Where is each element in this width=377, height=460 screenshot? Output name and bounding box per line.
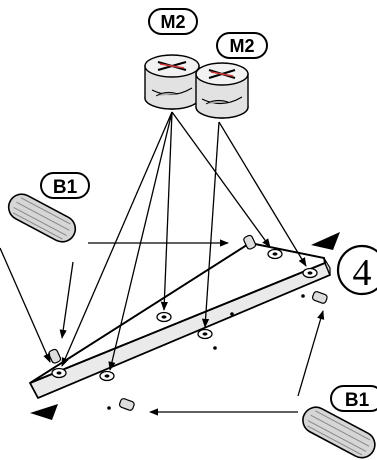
cam-lock-b-label: M2 [229,36,254,56]
part-label-badge [216,32,268,59]
dowel-icon [243,234,257,250]
edge-hole [107,406,111,410]
part-label-badge [40,172,90,199]
cam-hole [99,370,115,382]
cam-hole [267,248,283,260]
wooden-dowel-icon [302,406,376,459]
edge-hole [213,346,217,350]
cam-holes [51,248,318,382]
dowel-upper-label: B1 [53,177,78,198]
cam-hole [197,328,213,340]
cam-lock-fitting-icon [195,62,249,119]
dowel-icon [48,348,62,364]
edge-hole [301,294,305,298]
cam-lock-a-label: M2 [160,12,185,32]
step-number-callout: 4 [336,244,377,296]
assembly-arrowhead-icon [311,232,340,250]
dowel-icon [311,291,328,304]
panel-top-face [29,242,327,384]
dowel-icon [118,398,135,411]
cam-lock-b: M2 [195,32,268,119]
wooden-dowel-icon [7,193,77,243]
step-number: 4 [353,252,372,294]
inserted-dowels [48,234,328,411]
leader-lines [0,111,325,416]
part-label-badge [330,385,377,412]
assembly-arrowhead-icon [30,404,58,420]
panel-front-edge [28,261,332,400]
cam-hole [302,267,318,279]
shelf-panel [28,242,332,410]
dowel-lower-label: B1 [345,390,370,411]
cam-hole [156,311,172,323]
cam-lock-a: M2 [144,8,200,110]
center-hole [230,312,234,316]
cam-hole [51,367,67,379]
cam-lock-fitting-icon [144,54,200,110]
dowel-lower: B1 [302,385,377,459]
dowel-upper: B1 [7,172,90,243]
part-label-badge [148,8,198,35]
